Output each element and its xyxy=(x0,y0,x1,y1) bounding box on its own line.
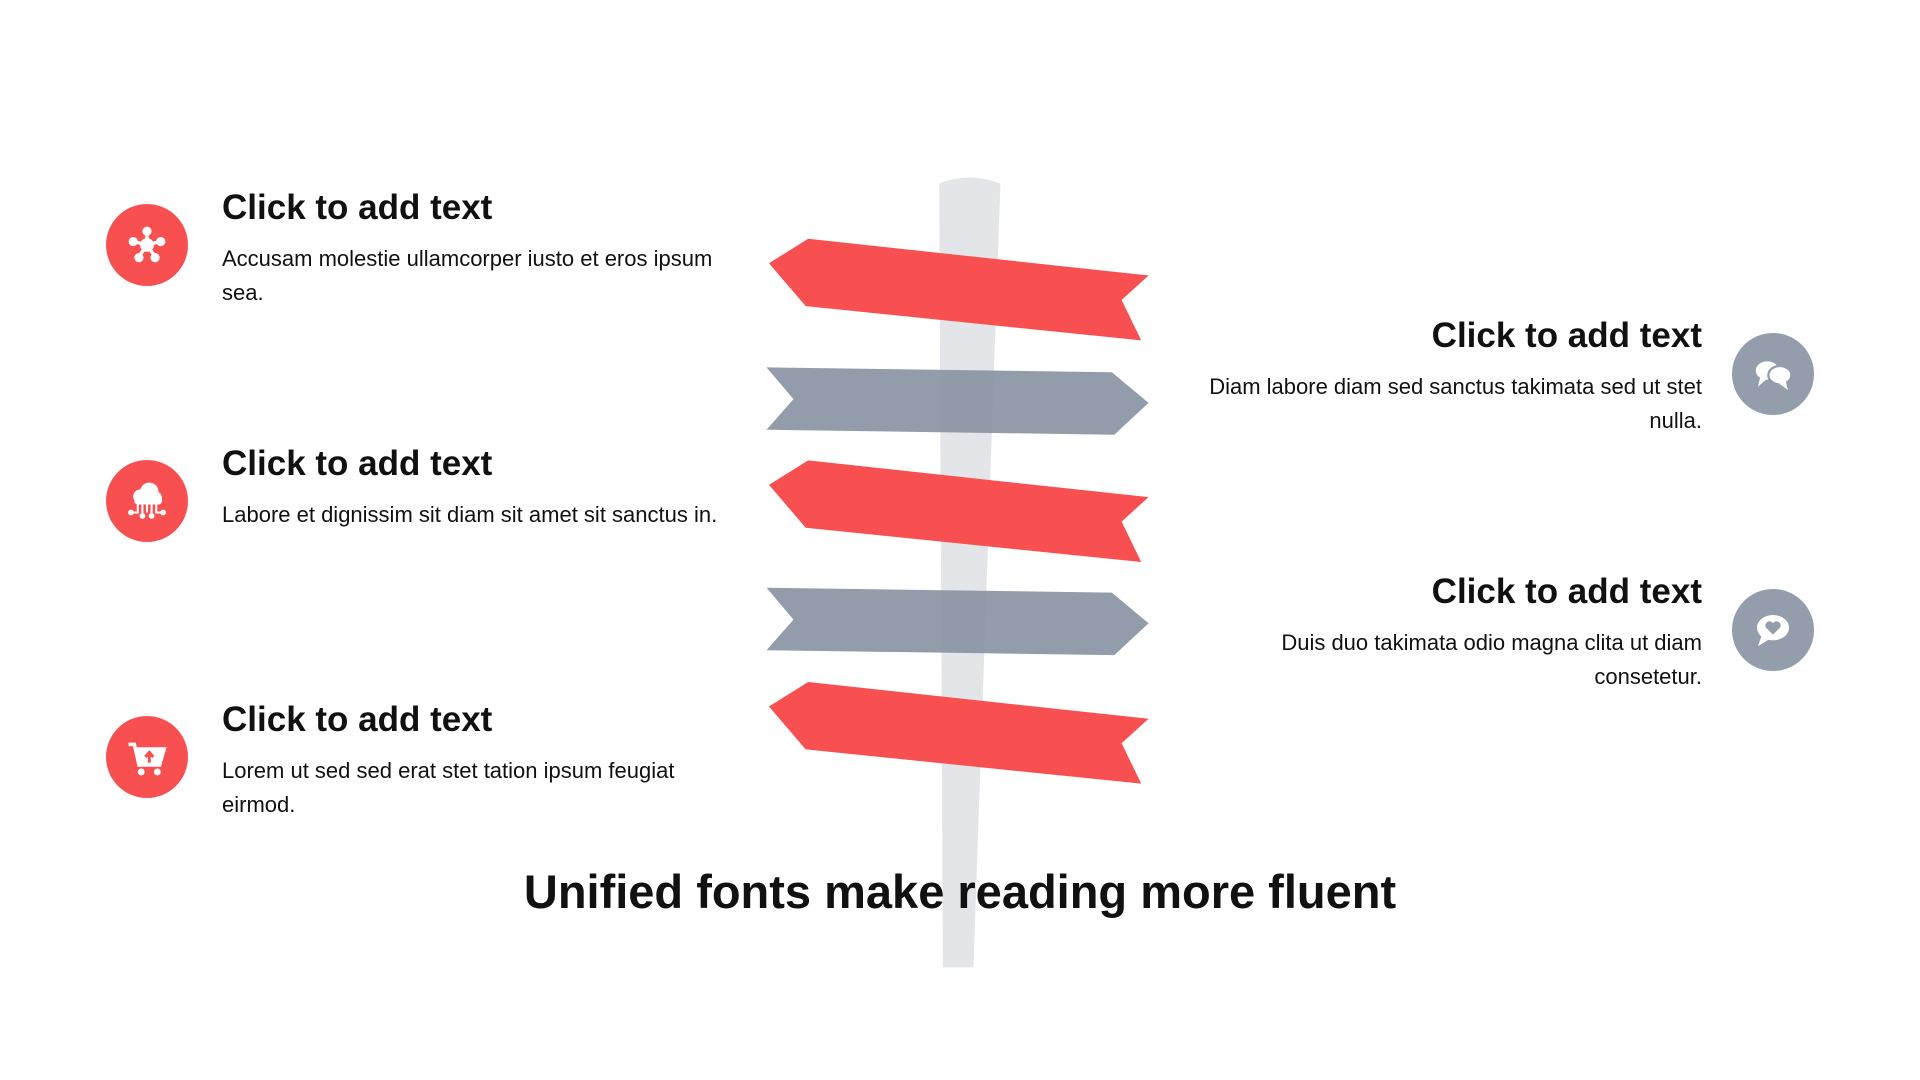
sign-arrow-gray-1 xyxy=(766,367,1149,435)
sign-arrow-red-3 xyxy=(768,682,1149,784)
sign-arrow-red-2 xyxy=(768,460,1149,563)
item-title[interactable]: Click to add text xyxy=(1431,572,1702,611)
cloud-network-icon xyxy=(106,460,188,542)
item-body[interactable]: Duis duo takimata odio magna clita ut di… xyxy=(1281,630,1702,689)
item-body[interactable]: Labore et dignissim sit diam sit amet si… xyxy=(222,502,718,527)
chat-bubbles-icon xyxy=(1732,333,1814,415)
item-title[interactable]: Click to add text xyxy=(222,188,493,227)
sign-arrow-gray-2 xyxy=(766,587,1149,656)
heart-chat-icon xyxy=(1732,589,1814,671)
item-body[interactable]: Accusam molestie ullamcorper iusto et er… xyxy=(222,246,713,305)
shopping-cart-icon xyxy=(106,716,188,798)
text-item-1: Click to add text Accusam molestie ullam… xyxy=(222,188,742,310)
text-item-4: Click to add text Diam labore diam sed s… xyxy=(1182,316,1702,438)
text-item-3: Click to add text Lorem ut sed sed erat … xyxy=(222,700,742,822)
text-item-5: Click to add text Duis duo takimata odio… xyxy=(1182,572,1702,694)
sign-arrow-red-1 xyxy=(768,238,1149,341)
item-title[interactable]: Click to add text xyxy=(222,700,493,739)
item-body[interactable]: Diam labore diam sed sanctus takimata se… xyxy=(1209,374,1702,433)
text-item-2: Click to add text Labore et dignissim si… xyxy=(222,444,742,532)
network-icon xyxy=(106,204,188,286)
item-body[interactable]: Lorem ut sed sed erat stet tation ipsum … xyxy=(222,758,675,817)
item-title[interactable]: Click to add text xyxy=(1431,316,1702,355)
footer-heading[interactable]: Unified fonts make reading more fluent xyxy=(523,865,1397,918)
item-title[interactable]: Click to add text xyxy=(222,444,493,483)
